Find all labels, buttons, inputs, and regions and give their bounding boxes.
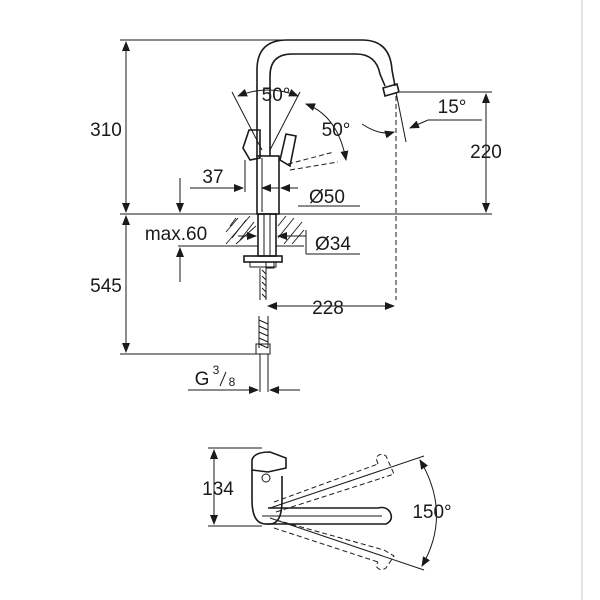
angle-ray-left: [231, 91, 263, 151]
thread-fraction-slash: [219, 371, 227, 387]
dim-label-thread-sub: 8: [229, 375, 236, 389]
spout-tilt-ray: [395, 91, 407, 143]
swivel-ray-up: [269, 455, 425, 509]
angle-label-back: 50°: [322, 120, 351, 141]
top-body-circle: [261, 473, 271, 483]
dim-label-d34: Ø34: [315, 234, 351, 255]
top-view: 134 150°: [202, 447, 452, 571]
hose-nut: [255, 343, 271, 355]
dim-label-134: 134: [202, 479, 234, 500]
dim-label-310: 310: [90, 120, 122, 141]
spout-outer: [256, 39, 396, 156]
top-spout-swivel-down: [273, 519, 385, 563]
countertop-section-left: [224, 213, 258, 247]
top-lever: [251, 451, 287, 473]
lever-handle-tilted-back: [287, 151, 335, 165]
lever-handle: [242, 129, 261, 161]
spout-tilt-arc: [361, 123, 395, 139]
dim-label-220: 220: [470, 142, 502, 163]
swivel-angle-label: 150°: [412, 502, 451, 523]
countertop-section-right: [276, 213, 305, 247]
angle-label-front: 50°: [262, 85, 291, 106]
faucet-body: [256, 155, 280, 215]
dim-label-545: 545: [90, 276, 122, 297]
mounting-washer: [249, 261, 277, 268]
dim-label-thread-sup: 3: [213, 363, 220, 377]
dim-label-thread-g: G: [195, 369, 210, 390]
angle-ray-right: [269, 91, 301, 151]
angle-label-spout-tilt: 15°: [438, 97, 467, 118]
angle-arc-front: [237, 88, 299, 97]
top-spout-swivel-up: [273, 463, 383, 513]
side-view: 310 545 220 50° 50° 15°: [90, 39, 502, 394]
dim-label-37: 37: [202, 167, 223, 188]
mounting-nut: [243, 255, 283, 263]
swivel-ray-down: [269, 517, 425, 571]
dim-label-d50: Ø50: [309, 187, 345, 208]
spout-tilt-arc-2: [409, 119, 429, 129]
dim-label-max60: max.60: [145, 224, 207, 245]
swivel-arc: [419, 459, 437, 567]
spout-outlet: [382, 83, 400, 97]
lever-handle-tilted-back-2: [289, 161, 339, 171]
top-spout-swivel-up-tip: [375, 453, 395, 479]
mounting-shank: [257, 213, 277, 257]
supply-hoses: [255, 261, 275, 392]
angle-arc-back: [305, 103, 349, 161]
lever-handle-tilted: [279, 133, 297, 168]
top-spout-swivel-down-tip: [375, 549, 395, 571]
top-spout-center: [266, 506, 393, 525]
dim-label-228: 228: [312, 298, 344, 319]
spout-inner: [269, 53, 386, 156]
